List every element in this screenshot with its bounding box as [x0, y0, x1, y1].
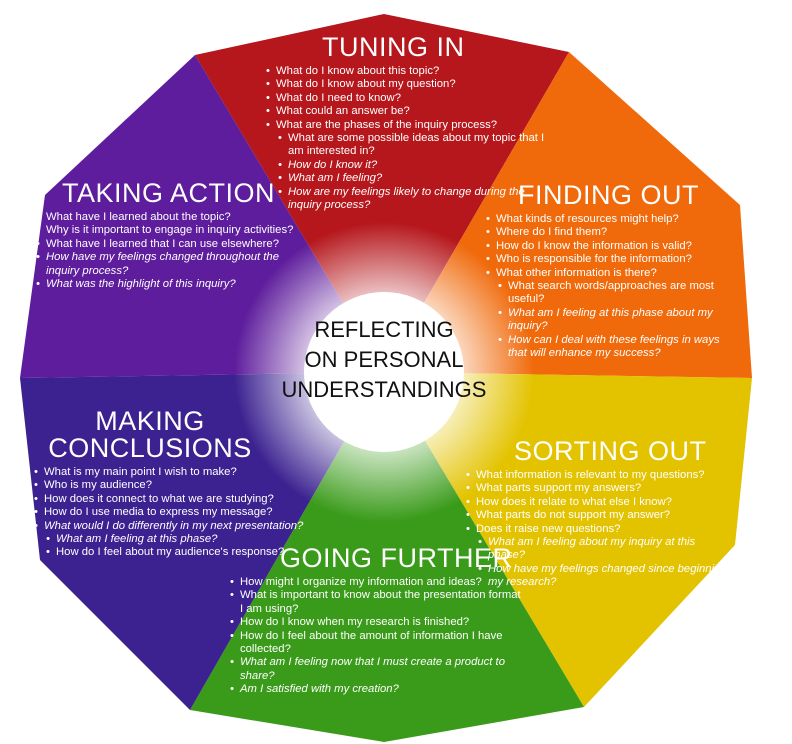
section-finding-out: Finding Out What kinds of resources migh…	[482, 182, 737, 360]
sorting-out-title: Sorting Out	[462, 438, 732, 465]
center-circle	[304, 292, 464, 452]
going-further-list: How might I organize my information and …	[226, 576, 526, 697]
question-item: What am I feeling now that I must create…	[226, 656, 526, 683]
making-conclusions-list: What is my main point I wish to make?Who…	[30, 466, 310, 560]
question-item: What do I need to know?	[262, 92, 552, 106]
question-item: What have I learned about the topic?	[32, 211, 294, 225]
center-line-3: Understandings	[281, 377, 487, 402]
question-item: What is my main point I wish to make?	[30, 466, 310, 480]
finding-out-title-text: Finding Out	[518, 180, 699, 210]
taking-action-title: Taking Action	[32, 180, 294, 207]
question-item: Where do I find them?	[482, 226, 737, 240]
question-item: What parts support my answers?	[462, 482, 732, 496]
center-line-1: Reflecting	[314, 317, 454, 342]
question-item: What have I learned that I can use elsew…	[32, 238, 294, 252]
section-taking-action: Taking Action What have I learned about …	[32, 180, 294, 292]
question-item: What am I feeling?	[262, 172, 552, 186]
finding-out-title: Finding Out	[482, 182, 737, 209]
tuning-in-title: Tuning In	[262, 34, 552, 61]
question-item: How do I feel about the amount of inform…	[226, 630, 526, 657]
question-item: What am I feeling at this phase about my…	[482, 307, 737, 334]
question-item: How do I use media to express my message…	[30, 506, 310, 520]
making-conclusions-title-line1: Making	[95, 406, 205, 436]
question-item: Why is it important to engage in inquiry…	[32, 224, 294, 238]
question-item: What is important to know about the pres…	[226, 589, 526, 616]
section-sorting-out: Sorting Out What information is relevant…	[462, 438, 732, 590]
question-item: How does it relate to what else I know?	[462, 496, 732, 510]
making-conclusions-title: Making Conclusions	[30, 408, 270, 462]
question-item: How do I feel about my audience's respon…	[30, 546, 310, 560]
question-item: What do I know about my question?	[262, 78, 552, 92]
question-item: How can I deal with these feelings in wa…	[482, 334, 737, 361]
taking-action-title-text: Taking Action	[62, 178, 276, 208]
question-item: What search words/approaches are most us…	[482, 280, 737, 307]
making-conclusions-title-line2: Conclusions	[48, 433, 252, 463]
question-item: What kinds of resources might help?	[482, 213, 737, 227]
question-item: What would I do differently in my next p…	[30, 520, 310, 534]
tuning-in-title-text: Tuning In	[322, 32, 465, 62]
question-item: How do I know when my research is finish…	[226, 616, 526, 630]
question-item: Who is responsible for the information?	[482, 253, 737, 267]
taking-action-list: What have I learned about the topic?Why …	[32, 211, 294, 292]
question-item: What information is relevant to my quest…	[462, 469, 732, 483]
going-further-title: Going Further	[226, 545, 526, 572]
section-making-conclusions: Making Conclusions What is my main point…	[30, 408, 310, 561]
question-item: How do I know it?	[262, 159, 552, 173]
question-item: Does it raise new questions?	[462, 523, 732, 537]
finding-out-list: What kinds of resources might help?Where…	[482, 213, 737, 360]
section-going-further: Going Further How might I organize my in…	[226, 545, 526, 698]
center-line-2: on Personal	[304, 347, 464, 372]
question-item: What are some possible ideas about my to…	[262, 132, 552, 159]
question-item: Am I satisfied with my creation?	[226, 683, 526, 697]
tuning-in-list: What do I know about this topic?What do …	[262, 65, 552, 212]
question-item: How does it connect to what we are study…	[30, 493, 310, 507]
question-item: What parts do not support my answer?	[462, 509, 732, 523]
center-label: Reflecting on Personal Understandings	[254, 315, 514, 405]
question-item: What am I feeling about my inquiry at th…	[462, 536, 732, 563]
sorting-out-list: What information is relevant to my quest…	[462, 469, 732, 590]
question-item: How have my feelings changed throughout …	[32, 251, 294, 278]
sorting-out-title-text: Sorting Out	[514, 436, 707, 466]
section-tuning-in: Tuning In What do I know about this topi…	[262, 34, 552, 212]
question-item: What are the phases of the inquiry proce…	[262, 119, 552, 133]
question-item: What could an answer be?	[262, 105, 552, 119]
question-item: How might I organize my information and …	[226, 576, 526, 590]
question-item: How are my feelings likely to change dur…	[262, 186, 552, 213]
question-item: How do I know the information is valid?	[482, 240, 737, 254]
question-item: What am I feeling at this phase?	[30, 533, 310, 547]
question-item: What do I know about this topic?	[262, 65, 552, 79]
question-item: Who is my audience?	[30, 479, 310, 493]
question-item: What was the highlight of this inquiry?	[32, 278, 294, 292]
question-item: What other information is there?	[482, 267, 737, 281]
going-further-title-text: Going Further	[280, 543, 513, 573]
